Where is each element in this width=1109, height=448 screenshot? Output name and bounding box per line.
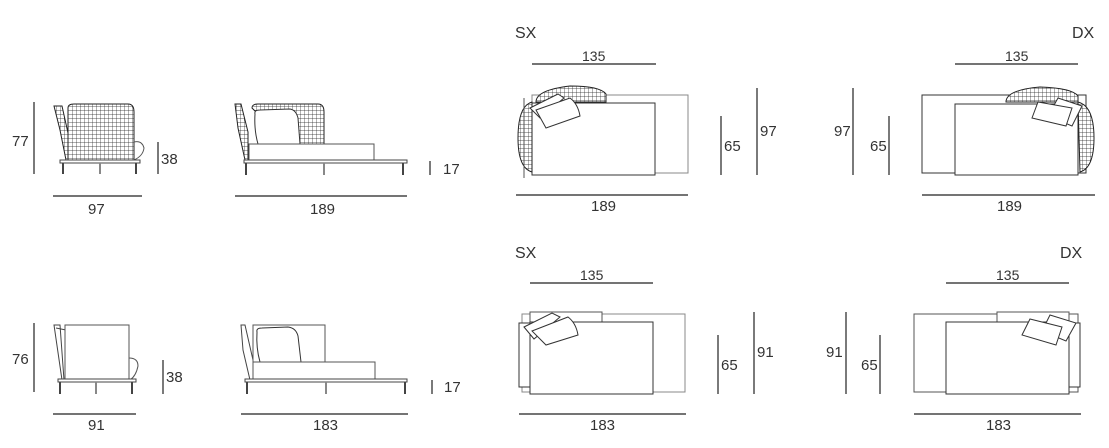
row2-side-view-chaise: 17 183 xyxy=(220,300,480,448)
length-label: 189 xyxy=(310,201,336,218)
chaise-side-drawing xyxy=(234,103,431,197)
side-view-drawing xyxy=(33,102,159,197)
length-label: 183 xyxy=(590,417,616,434)
seat-depth-label: 65 xyxy=(724,138,741,155)
total-depth-label: 97 xyxy=(834,123,851,140)
side-label: DX xyxy=(1072,25,1095,42)
row1-side-view: 77 38 97 xyxy=(0,90,200,220)
seat-depth-label: 65 xyxy=(861,357,878,374)
row1-plan-dx: DX 135 97 65 189 xyxy=(810,20,1109,220)
row1-side-view-chaise: 17 189 xyxy=(220,90,480,220)
plan-sx-drawing xyxy=(516,63,758,196)
seat-depth-label: 65 xyxy=(870,138,887,155)
total-depth-label: 91 xyxy=(757,344,774,361)
seat-depth-label: 65 xyxy=(721,357,738,374)
side-label: SX xyxy=(515,245,537,262)
total-depth-label: 97 xyxy=(760,123,777,140)
row1-plan-sx: SX 135 65 97 189 xyxy=(500,20,800,220)
leg-height-label: 17 xyxy=(444,379,461,396)
row2-side-view: 76 38 91 xyxy=(0,300,200,448)
side-label: DX xyxy=(1060,245,1083,262)
seat-height-label: 38 xyxy=(166,369,183,386)
leg-height-label: 17 xyxy=(443,161,460,178)
length-label: 189 xyxy=(997,198,1023,215)
total-depth-label: 91 xyxy=(826,344,843,361)
side-label: SX xyxy=(515,25,537,42)
row2-plan-dx: DX 135 91 65 183 xyxy=(810,235,1109,448)
height-label: 76 xyxy=(12,351,29,368)
height-label: 77 xyxy=(12,133,29,150)
depth-label: 91 xyxy=(88,417,105,434)
back-width-label: 135 xyxy=(1005,48,1029,64)
seat-height-label: 38 xyxy=(161,151,178,168)
plan-dx-drawing xyxy=(852,63,1095,196)
length-label: 183 xyxy=(986,417,1012,434)
plan-dx-drawing xyxy=(845,282,1081,415)
row2-plan-sx: SX 135 65 91 183 xyxy=(500,235,800,448)
back-width-label: 135 xyxy=(580,267,604,283)
back-width-label: 135 xyxy=(582,48,606,64)
length-label: 189 xyxy=(591,198,617,215)
back-width-label: 135 xyxy=(996,267,1020,283)
plan-sx-drawing xyxy=(518,282,755,415)
depth-label: 97 xyxy=(88,201,105,218)
length-label: 183 xyxy=(313,417,339,434)
chaise-side-drawing xyxy=(240,324,433,415)
side-view-drawing xyxy=(33,323,164,415)
